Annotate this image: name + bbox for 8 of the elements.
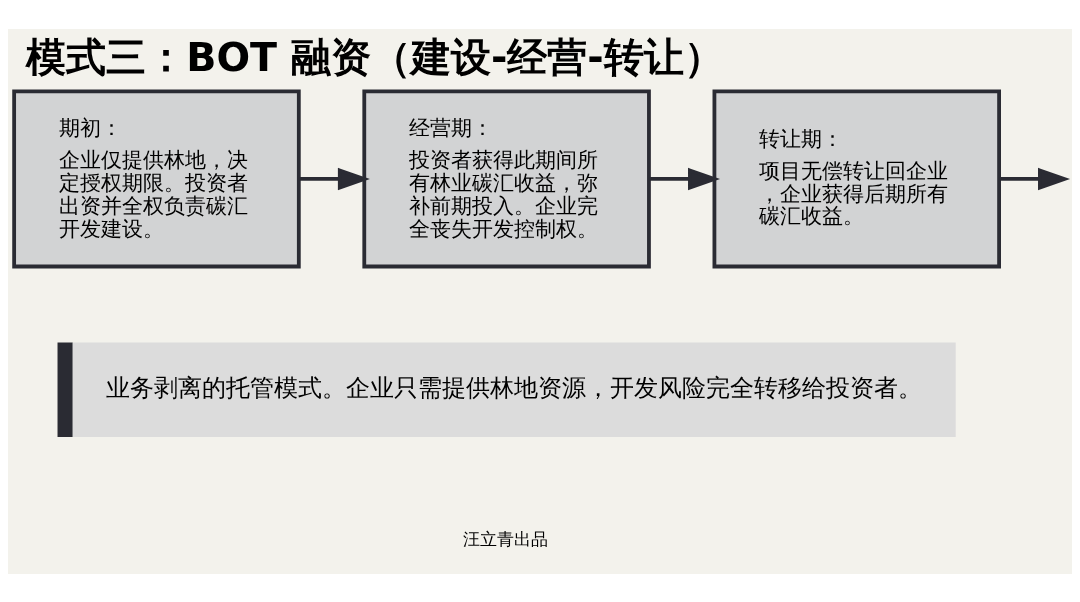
label: 汪立青出品 bbox=[463, 528, 549, 549]
arrow bbox=[299, 167, 370, 190]
node-box: 经营期： 投资者获得此期间所有林业碳汇收益，弥补前期投入。企业完全丧失开发控制权。 bbox=[362, 89, 651, 268]
node-box: 转让期： 项目无偿转让回企业，企业获得后期所有碳汇收益。 bbox=[712, 89, 1001, 268]
diagram-title: 模式三：BOT 融资（建设-经营-转让） bbox=[26, 33, 724, 80]
node-box: 期初： 企业仅提供林地，决定授权期限。投资者出资并全权负责碳汇开发建设。 bbox=[12, 89, 301, 268]
arrow bbox=[999, 167, 1071, 190]
arrow bbox=[649, 167, 721, 190]
